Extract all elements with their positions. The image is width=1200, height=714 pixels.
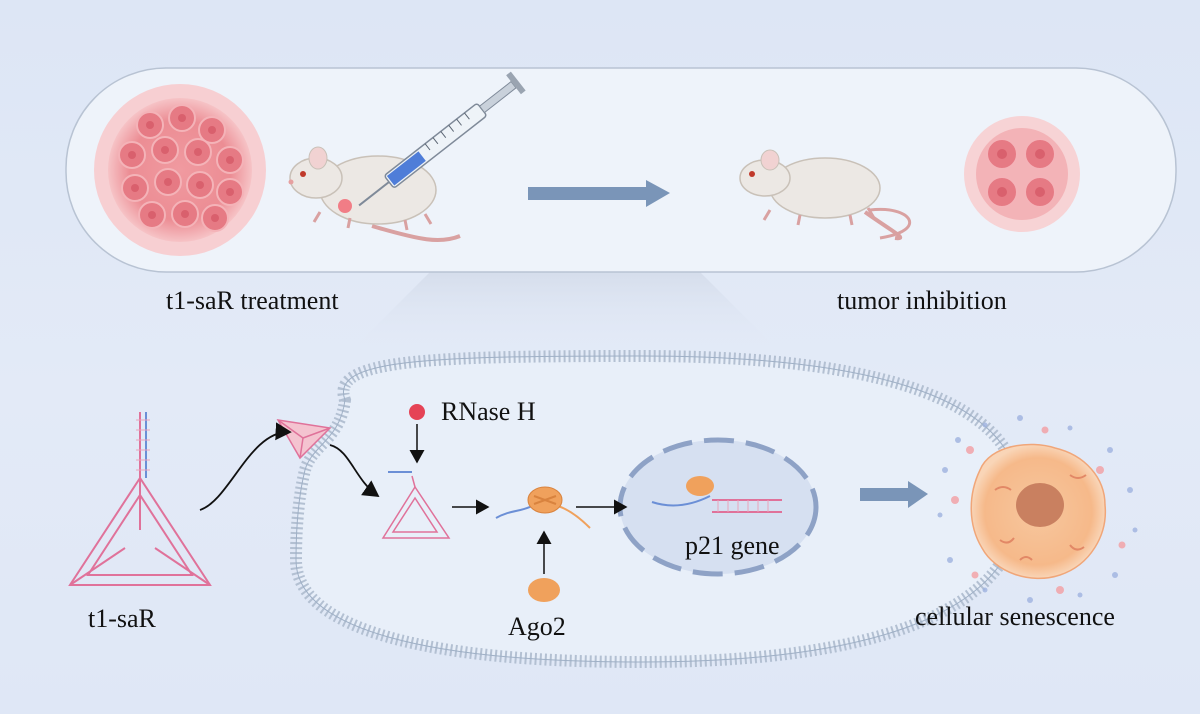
ago2-complex-icon: [495, 486, 591, 529]
focus-beam: [350, 272, 780, 352]
rnase-h-dot: [409, 404, 425, 420]
senescence-arrow: [860, 481, 928, 508]
cleaved-nanostructure-icon: [381, 471, 451, 539]
rnase-h-label: RNase H: [441, 397, 536, 426]
internalization-arrow: [329, 444, 380, 498]
treatment-panel: [65, 67, 1177, 273]
p21-gene-binding-icon: [651, 476, 782, 513]
membrane-outline: [295, 355, 1021, 663]
treatment-label: t1-saR treatment: [166, 286, 339, 315]
recovered-mouse-icon: [739, 149, 912, 241]
treatment-arrow: [528, 180, 670, 207]
ago2-protein-icon: [528, 578, 560, 602]
t1-sar-label: t1-saR: [88, 604, 156, 633]
p21-gene-label: p21 gene: [685, 531, 780, 560]
t1-sar-nanostructure: [68, 412, 212, 586]
ago2-label: Ago2: [508, 612, 566, 641]
small-tumor-icon: [964, 116, 1080, 232]
uptake-arrow: [199, 422, 292, 511]
senescence-label: cellular senescence: [915, 602, 1115, 631]
large-tumor-icon: [94, 84, 266, 256]
inhibition-label: tumor inhibition: [837, 286, 1007, 315]
syringe-icon: [358, 71, 526, 207]
senescent-cell-icon: [937, 415, 1138, 603]
